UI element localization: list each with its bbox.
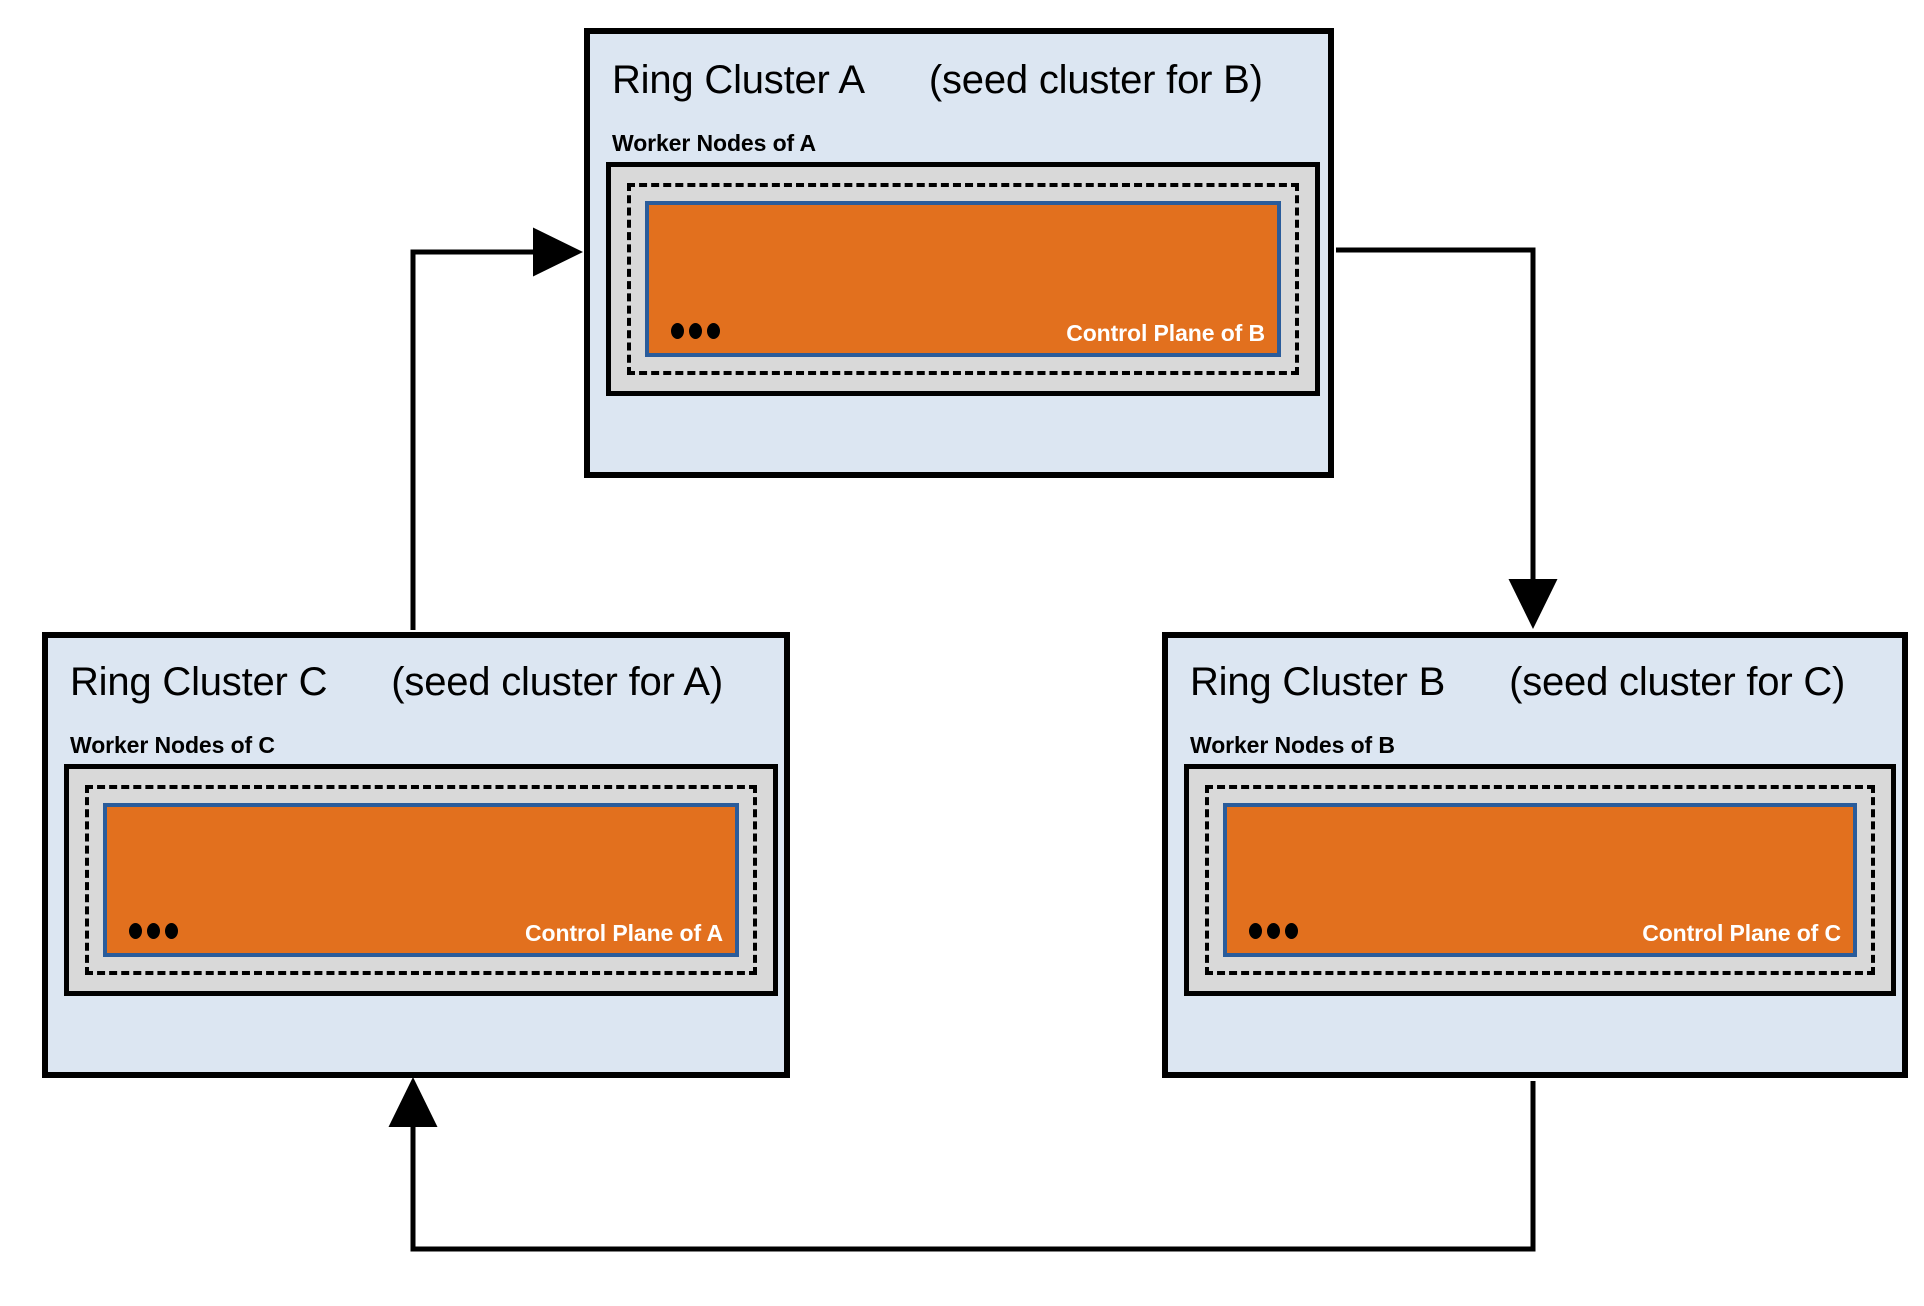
- cluster-a-seed-note: (seed cluster for B): [928, 58, 1263, 102]
- cluster-b-control-plane[interactable]: Control Plane of C: [1223, 803, 1857, 957]
- cluster-a-ellipsis-icon: [671, 323, 720, 339]
- cluster-b-ellipsis-icon: [1249, 923, 1298, 939]
- cluster-c-name: Ring Cluster C: [70, 660, 328, 704]
- cluster-a-worker-band[interactable]: Control Plane of B: [606, 162, 1320, 396]
- ring-cluster-c[interactable]: Ring Cluster C (seed cluster for A) Work…: [42, 632, 790, 1078]
- cluster-b-title: Ring Cluster B (seed cluster for C): [1190, 660, 1845, 705]
- cluster-a-node-dashed[interactable]: Control Plane of B: [627, 183, 1299, 375]
- cluster-a-control-plane[interactable]: Control Plane of B: [645, 201, 1281, 357]
- cluster-a-name: Ring Cluster A: [612, 58, 865, 102]
- cluster-c-worker-band[interactable]: Control Plane of A: [64, 764, 778, 996]
- ring-cluster-a[interactable]: Ring Cluster A (seed cluster for B) Work…: [584, 28, 1334, 478]
- cluster-a-control-plane-label: Control Plane of B: [1066, 320, 1265, 346]
- cluster-c-seed-note: (seed cluster for A): [391, 660, 723, 704]
- cluster-c-title: Ring Cluster C (seed cluster for A): [70, 660, 723, 705]
- cluster-b-node-dashed[interactable]: Control Plane of C: [1205, 785, 1875, 975]
- cluster-b-worker-band[interactable]: Control Plane of C: [1184, 764, 1896, 996]
- cluster-b-seed-note: (seed cluster for C): [1509, 660, 1846, 704]
- cluster-c-control-plane[interactable]: Control Plane of A: [103, 803, 739, 957]
- cluster-b-name: Ring Cluster B: [1190, 660, 1446, 704]
- cluster-c-node-dashed[interactable]: Control Plane of A: [85, 785, 757, 975]
- ring-cluster-b[interactable]: Ring Cluster B (seed cluster for C) Work…: [1162, 632, 1908, 1078]
- cluster-b-control-plane-label: Control Plane of C: [1642, 920, 1841, 946]
- cluster-b-worker-label: Worker Nodes of B: [1190, 732, 1395, 758]
- connector-a-to-b: [1336, 247, 1558, 629]
- connector-c-to-a: [410, 227, 583, 630]
- cluster-a-worker-label: Worker Nodes of A: [612, 130, 817, 156]
- cluster-c-ellipsis-icon: [129, 923, 178, 939]
- connector-b-to-c: [388, 1077, 1536, 1252]
- cluster-c-worker-label: Worker Nodes of C: [70, 732, 275, 758]
- cluster-c-control-plane-label: Control Plane of A: [525, 920, 723, 946]
- cluster-a-title: Ring Cluster A (seed cluster for B): [612, 58, 1263, 103]
